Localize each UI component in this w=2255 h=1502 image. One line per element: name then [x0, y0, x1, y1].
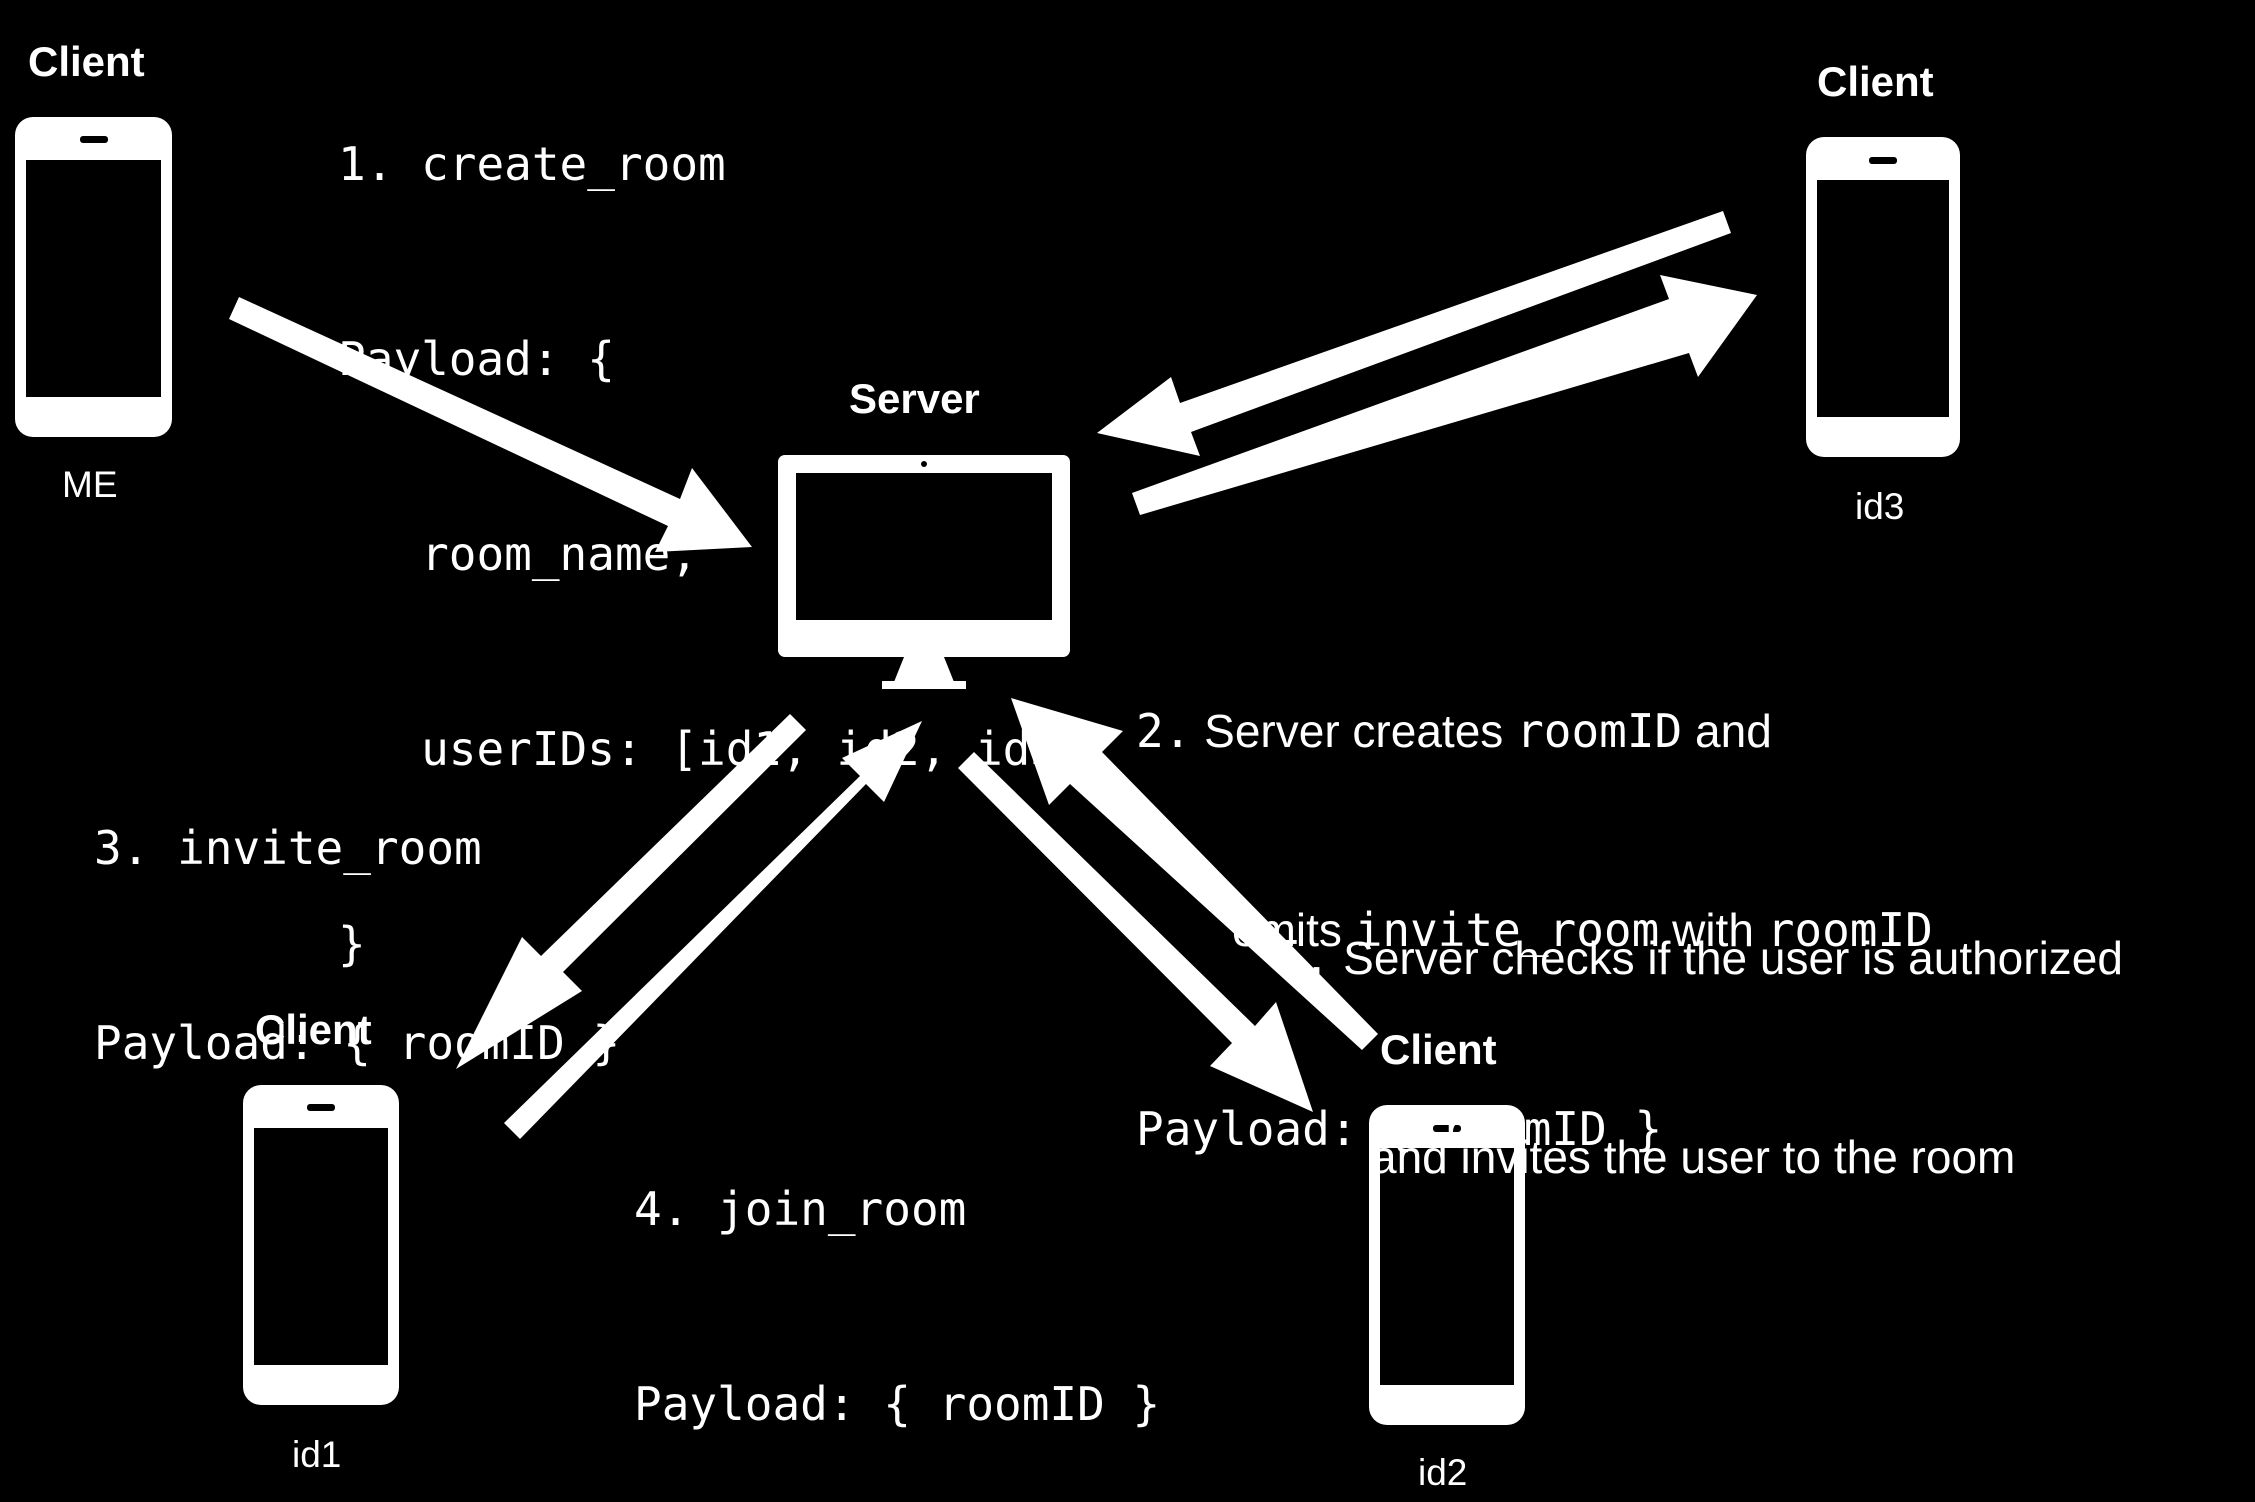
client-id2-label: id2 — [1418, 1452, 1468, 1493]
step3-line: Payload: { roomID } — [94, 1016, 621, 1070]
arrow-id3-to-server — [1097, 211, 1731, 456]
phone-icon-id3 — [1806, 137, 1960, 457]
step5-number: 5. — [1275, 931, 1331, 985]
phone-icon-id1 — [243, 1085, 399, 1405]
step5-annotation: 5. Server checks if the user is authoriz… — [1275, 793, 2123, 1256]
step2-line2: emits invite_room with roomID — [1232, 903, 1933, 957]
client-id3-label: id3 — [1855, 486, 1905, 527]
client-me-title: Client — [28, 38, 145, 85]
step4-line: 4. join_room — [634, 1182, 967, 1236]
monitor-icon-server — [778, 455, 1070, 689]
step5-line1: 5. Server checks if the user is authoriz… — [1275, 931, 2123, 985]
client-id1-title: Client — [255, 1006, 372, 1053]
client-id1-label: id1 — [292, 1434, 342, 1475]
arrow-server-to-id2 — [958, 752, 1313, 1112]
step1-line: 1. create_room — [338, 137, 726, 191]
arrow-id2-to-server — [1011, 698, 1378, 1050]
step4-line: Payload: { roomID } — [634, 1377, 1161, 1431]
step5-line2: and invites the user to the room — [1371, 1131, 2016, 1183]
arrow-me-to-server — [229, 297, 752, 552]
step2-number: 2. — [1136, 704, 1192, 758]
step3-line: 3. invite_room — [94, 821, 482, 875]
phone-icon-id2 — [1369, 1105, 1525, 1425]
server-title: Server — [849, 375, 980, 422]
arrow-server-to-id3 — [1132, 275, 1757, 515]
client-id2-title: Client — [1380, 1026, 1497, 1073]
step2-line1: 2. Server creates roomID and — [1136, 704, 1772, 758]
step1-line: room_name, — [338, 527, 699, 581]
step1-line: userIDs: [id1, id2, id3] — [338, 722, 1086, 776]
step3-annotation: 3. invite_room Payload: { roomID } — [94, 686, 620, 1141]
client-me-label: ME — [62, 464, 118, 505]
arrow-server-to-id1 — [456, 714, 806, 1069]
step1-line: Payload: { — [338, 332, 615, 386]
step4-annotation: 4. join_room Payload: { roomID } — [634, 1047, 1160, 1502]
client-id3-title: Client — [1817, 58, 1934, 105]
arrow-id1-to-server — [504, 721, 922, 1139]
phone-icon-me — [15, 117, 172, 437]
step1-annotation: 1. create_room Payload: { room_name, use… — [338, 2, 1086, 1042]
step2-payload: Payload: { roomID } — [1136, 1102, 1663, 1156]
step2-annotation: 2. Server creates roomID and emits invit… — [1136, 566, 1933, 1228]
step1-line: } — [338, 917, 366, 971]
